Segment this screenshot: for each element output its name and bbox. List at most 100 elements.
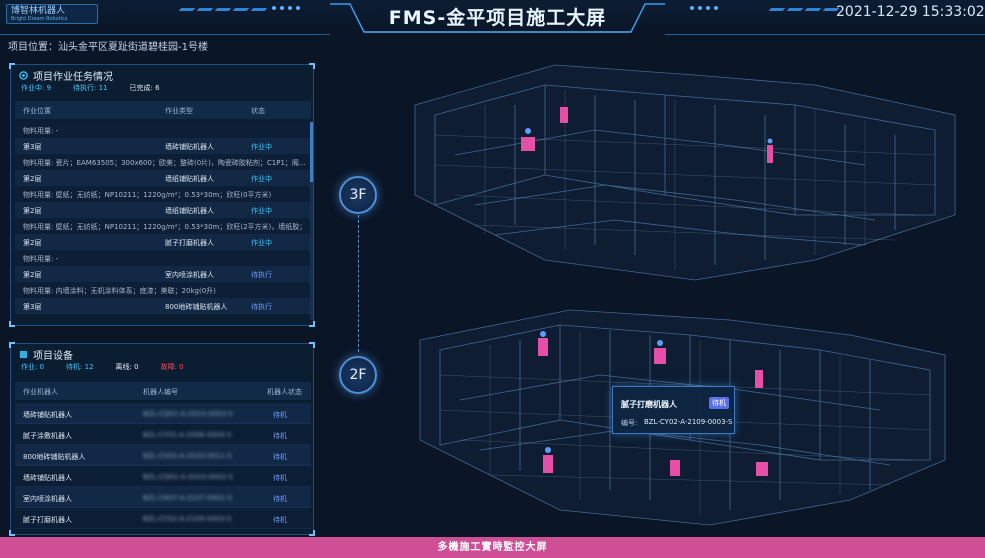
task-material-text: 物料用量: 壁纸；无纺纸；NP10211；1220g/m²；0.53*30m；欣…: [23, 191, 272, 199]
floor-3f-button[interactable]: 3F: [339, 176, 377, 214]
task-material-row: 物料用量: 内墙涂料；无机涂料体系；底漆；美联；20kg(0升): [15, 282, 311, 298]
task-location: 第2层: [23, 271, 42, 279]
current-datetime: 2021-12-29 15:33:02: [836, 4, 985, 20]
task-scroll-thumb[interactable]: [310, 122, 313, 182]
task-type: 墙纸铺贴机器人: [165, 207, 214, 215]
task-material-text: 物料用量: 壁纸；无纺纸；NP10211；1220g/m²；0.53*30m；欣…: [23, 223, 307, 231]
task-material-row: 物料用量: -: [15, 250, 311, 266]
device-cube-icon: [19, 350, 28, 359]
title-frame: [330, 2, 665, 36]
tasks-stat-1: 待执行: 11: [73, 84, 108, 92]
task-col-status: 状态: [251, 107, 265, 115]
device-panel: 项目设备 作业: 0 待机: 12 离线: 0 故障: 0 作业机器人 机器人编号 机…: [9, 342, 315, 536]
robot-marker-icons-2f: [538, 331, 768, 476]
floor-3f-model[interactable]: [395, 45, 975, 290]
task-status: 作业中: [251, 175, 272, 183]
task-type: 墙纸铺贴机器人: [165, 175, 214, 183]
device-code: BZL-CY01-A-2006-0004-S: [143, 431, 232, 439]
device-name: 室内喷涂机器人: [23, 495, 72, 503]
task-row[interactable]: 第2层 墙纸铺贴机器人 作业中: [15, 170, 311, 186]
task-row[interactable]: 第3层 800地砖铺贴机器人 待执行: [15, 298, 311, 314]
task-location: 第2层: [23, 239, 42, 247]
task-location: 第3层: [23, 303, 42, 311]
device-code: BZL-CQ01-A-2010-0002-S: [143, 473, 233, 481]
device-status: 待机: [273, 453, 287, 461]
task-type: 室内喷涂机器人: [165, 271, 214, 279]
device-panel-header: 项目设备: [19, 347, 73, 362]
device-name: 腻子打磨机器人: [23, 516, 72, 524]
task-status: 作业中: [251, 143, 272, 151]
task-type: 墙砖铺贴机器人: [165, 143, 214, 151]
device-stats: 作业: 0 待机: 12 离线: 0 故障: 0: [21, 362, 206, 372]
device-name: 腻子涂敷机器人: [23, 432, 72, 440]
tasks-stat-2: 已完成: 6: [129, 84, 160, 92]
task-location: 第2层: [23, 175, 42, 183]
task-material-text: 物料用量: 瓷片；EAM63505；300x600；欧美；整砖(0片)，陶瓷砖胶…: [23, 159, 306, 167]
task-row[interactable]: 第2层 腻子打磨机器人 作业中: [15, 234, 311, 250]
task-material-row: 物料用量: -: [15, 122, 311, 138]
robot-card-code-label: 编号:: [621, 419, 638, 427]
header-stripe-decoration-right: [768, 8, 840, 11]
robot-card-code: BZL-CY02-A-2109-0003-S: [644, 418, 733, 426]
device-code: BZL-CS02-A-2010-0011-S: [143, 452, 232, 460]
task-type: 800地砖铺贴机器人: [165, 303, 228, 311]
header-dots-right: [690, 6, 718, 10]
devices-stat-0: 作业: 0: [21, 363, 45, 371]
task-radar-icon: [19, 71, 28, 80]
device-status: 待机: [273, 474, 287, 482]
devices-stat-1: 待机: 12: [66, 363, 94, 371]
task-material-row: 物料用量: 瓷片；EAM63505；300x600；欧美；整砖(0片)，陶瓷砖胶…: [15, 154, 311, 170]
page-title: FMS-金平项目施工大屏: [388, 7, 607, 29]
top-header: 博智林机器人 Bright Dream Robotics FMS-金平项目施工大…: [0, 0, 985, 36]
task-col-type: 作业类型: [165, 107, 193, 115]
task-stats: 作业中: 9 待执行: 11 已完成: 6: [21, 83, 182, 93]
robot-card-name: 腻子打磨机器人: [621, 400, 677, 409]
device-panel-title: 项目设备: [33, 351, 73, 362]
task-type: 腻子打磨机器人: [165, 239, 214, 247]
logo-main-text: 博智林机器人: [11, 6, 66, 16]
device-row[interactable]: 腻子涂敷机器人 BZL-CY01-A-2006-0004-S 待机: [15, 424, 311, 445]
header-dots-left: [272, 6, 300, 10]
device-col-name: 作业机器人: [23, 388, 58, 396]
task-material-text: 物料用量: 内墙涂料；无机涂料体系；底漆；美联；20kg(0升): [23, 287, 216, 295]
robot-card-status-badge: 待机: [709, 397, 729, 409]
device-col-code: 机器人编号: [143, 388, 178, 396]
task-row[interactable]: 第2层墙纸铺贴机器人作业中: [15, 202, 311, 218]
device-status: 待机: [273, 432, 287, 440]
floor-2f-button[interactable]: 2F: [339, 356, 377, 394]
devices-stat-2: 离线: 0: [115, 363, 139, 371]
task-row[interactable]: 第3层 墙砖铺贴机器人 作业中: [15, 138, 311, 154]
task-col-location: 作业位置: [23, 107, 51, 115]
task-list[interactable]: 物料用量: -第3层墙砖铺贴机器人作业中物料用量: 瓷片；EAM63505；30…: [15, 122, 311, 320]
task-status: 作业中: [251, 207, 272, 215]
task-status: 待执行: [251, 271, 272, 279]
task-status: 待执行: [251, 303, 272, 311]
device-table-header: 作业机器人 机器人编号 机器人状态: [15, 382, 311, 400]
task-scrollbar[interactable]: [310, 122, 313, 320]
floor-connector: [358, 210, 359, 352]
brand-logo: 博智林机器人 Bright Dream Robotics: [6, 4, 98, 24]
task-location: 第3层: [23, 143, 42, 151]
task-panel-title: 项目作业任务情况: [33, 72, 113, 83]
device-col-status: 机器人状态: [267, 388, 302, 396]
task-material-text: 物料用量: -: [23, 255, 59, 263]
task-status: 作业中: [251, 239, 272, 247]
header-stripe-decoration: [178, 8, 268, 11]
task-material-row: 物料用量: 壁纸；无纺纸；NP10211；1220g/m²；0.53*30m；欣…: [15, 186, 311, 202]
logo-sub-text: Bright Dream Robotics: [11, 16, 68, 22]
task-row[interactable]: 第2层 室内喷涂机器人 待执行: [15, 266, 311, 282]
task-panel-header: 项目作业任务情况: [19, 68, 113, 83]
header-divider-left: [0, 34, 330, 35]
robot-info-card[interactable]: 腻子打磨机器人 待机 编号: BZL-CY02-A-2109-0003-S: [612, 386, 735, 434]
device-code: BZL-CQ01-A-2010-0003-S: [143, 410, 233, 418]
devices-stat-3: 故障: 0: [160, 363, 184, 371]
device-status: 待机: [273, 516, 287, 524]
project-location: 项目位置：汕头金平区夏趾街道碧桂园-1号楼: [8, 42, 208, 53]
tasks-stat-0: 作业中: 9: [21, 84, 52, 92]
